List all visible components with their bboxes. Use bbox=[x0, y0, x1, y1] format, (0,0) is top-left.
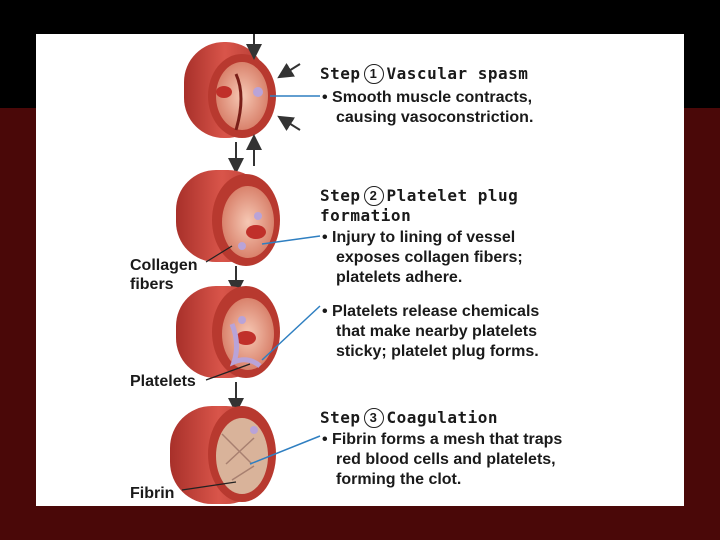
pointer-platelets bbox=[205, 363, 251, 381]
pointer-fibrin bbox=[181, 481, 237, 491]
spasm-arrows bbox=[228, 34, 301, 174]
step1-number-badge: 1 bbox=[363, 64, 384, 84]
fibrin-label: Fibrin bbox=[130, 485, 175, 502]
vessel-step1 bbox=[184, 42, 276, 138]
vessel-step3 bbox=[170, 406, 276, 504]
step1-bullet: • Smooth muscle contracts, causing vasoc… bbox=[322, 89, 534, 126]
step2-number-badge: 2 bbox=[363, 186, 384, 206]
platelets-label: Platelets bbox=[130, 373, 196, 390]
pointer-step3 bbox=[249, 435, 321, 465]
hemostasis-illustration bbox=[170, 34, 321, 504]
pointer-step2a bbox=[261, 235, 321, 245]
vessel-step2 bbox=[176, 170, 280, 266]
vessel-step2b bbox=[176, 286, 280, 378]
pointer-step2b bbox=[261, 305, 321, 361]
step2-bullet-1: • Injury to lining of vessel exposes col… bbox=[322, 229, 523, 286]
step3-bullet: • Fibrin forms a mesh that traps red blo… bbox=[322, 431, 563, 488]
pointer-collagen-fibers bbox=[205, 245, 233, 263]
collagen-fibers-label: Collagen fibers bbox=[130, 257, 198, 293]
step3-number-badge: 3 bbox=[363, 408, 384, 428]
step2-bullet-2: • Platelets release chemicals that make … bbox=[322, 303, 540, 360]
